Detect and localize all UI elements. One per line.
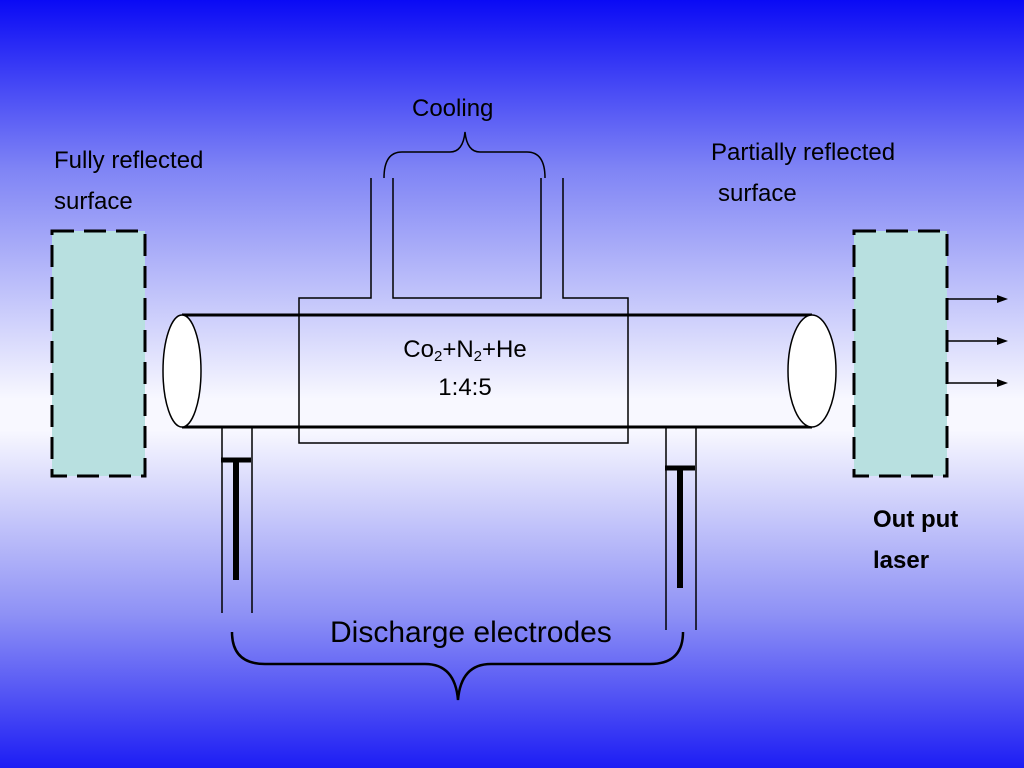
gas-co: Co (403, 336, 434, 363)
partially-reflected-label-line2: surface (718, 180, 797, 207)
cooling-label: Cooling (412, 95, 494, 122)
output-laser-arrows (948, 295, 1008, 387)
tube-right-end (787, 314, 837, 428)
partially-reflecting-mirror (852, 229, 949, 478)
fully-reflected-label-line1: Fully reflected (54, 147, 204, 174)
gas-n-subscript: 2 (473, 348, 483, 365)
output-laser-label-line2: laser (873, 547, 930, 574)
left-electrode (221, 428, 253, 613)
gas-mixture-label: Co2+N2+He (360, 336, 570, 365)
right-electrode (665, 428, 697, 630)
discharge-electrodes-label: Discharge electrodes (330, 616, 612, 649)
discharge-tube (162, 313, 837, 429)
gas-plus-n: +N (442, 336, 474, 363)
gas-ratio-label: 1:4:5 (438, 374, 492, 401)
gas-co-subscript: 2 (433, 348, 443, 365)
discharge-brace (230, 631, 685, 701)
fully-reflected-label-line2: surface (54, 188, 133, 215)
partially-reflected-label-line1: Partially reflected (711, 139, 896, 166)
cooling-jacket (298, 178, 629, 444)
output-laser-label-line1: Out put (873, 506, 959, 533)
cooling-brace (383, 131, 546, 179)
tube-left-end (162, 314, 202, 428)
fully-reflecting-mirror (50, 229, 147, 478)
gas-plus-he: +He (482, 336, 527, 363)
